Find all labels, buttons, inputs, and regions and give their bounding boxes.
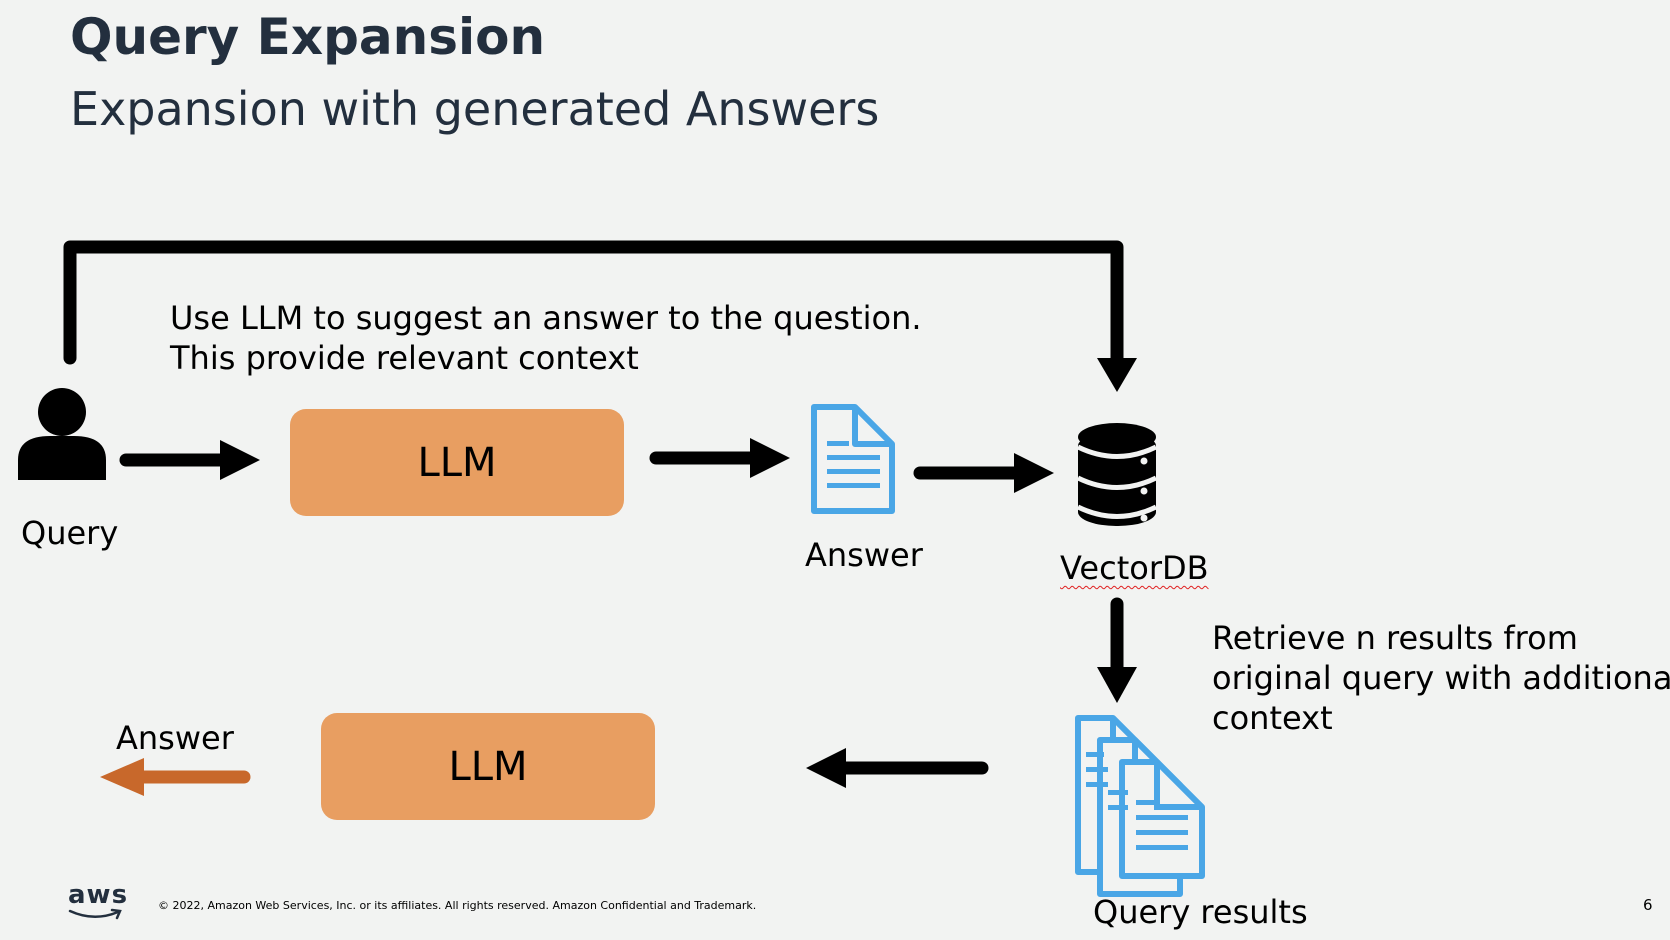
- arrow-results-to-llm-head: [806, 748, 846, 788]
- answer-document-label: Answer: [805, 536, 923, 574]
- final-answer-label: Answer: [116, 719, 234, 757]
- arrow-answer-to-vectordb-head: [1014, 453, 1054, 493]
- feedback-loop-arrow: [63, 240, 1124, 369]
- llm-box-bottom: LLM: [321, 713, 655, 820]
- arrow-llm-to-answer-head: [750, 438, 790, 478]
- arrow-user-to-llm-head: [220, 440, 260, 480]
- slide-subtitle: Expansion with generated Answers: [70, 82, 880, 136]
- page-number: 6: [1643, 896, 1653, 914]
- llm-note: Use LLM to suggest an answer to the ques…: [170, 298, 922, 378]
- retrieve-note-line-2: original query with additional: [1212, 659, 1670, 697]
- aws-logo: aws: [68, 880, 129, 910]
- retrieve-note-line-3: context: [1212, 699, 1333, 737]
- slide-title: Query Expansion: [70, 8, 546, 66]
- aws-smile-icon: [68, 908, 122, 920]
- user-icon: [18, 388, 106, 480]
- llm-note-line-2: This provide relevant context: [170, 339, 639, 377]
- user-label: Query: [21, 514, 119, 552]
- retrieve-note-line-1: Retrieve n results from: [1212, 619, 1578, 657]
- query-results-label: Query results: [1093, 893, 1308, 931]
- retrieve-note: Retrieve n results from original query w…: [1212, 618, 1670, 738]
- llm-box-top: LLM: [290, 409, 624, 516]
- arrow-final-answer-head: [100, 758, 144, 796]
- query-results-documents-icon: [1075, 715, 1205, 897]
- database-icon: [1076, 423, 1158, 526]
- feedback-loop-arrowhead: [1097, 358, 1137, 392]
- arrow-vectordb-to-results-head: [1097, 667, 1137, 703]
- footer-copyright: © 2022, Amazon Web Services, Inc. or its…: [158, 899, 757, 912]
- answer-document-icon: [811, 404, 895, 514]
- vectordb-label: VectorDB: [1060, 549, 1209, 587]
- llm-note-line-1: Use LLM to suggest an answer to the ques…: [170, 299, 922, 337]
